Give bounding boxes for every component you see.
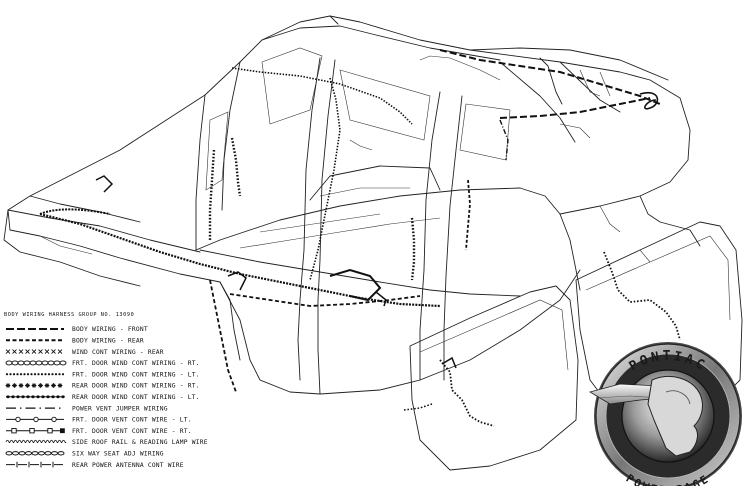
logo-head-emblem [647, 376, 703, 457]
front-door [409, 285, 579, 471]
legend-title: BODY WIRING HARNESS GROUP NO. 13090 [4, 312, 134, 318]
roof-rail-lamp-wire [231, 67, 413, 125]
legend-label: WIND CONT WIRING - REAR [72, 349, 164, 356]
legend-symbol-line-square [6, 428, 65, 434]
legend-row: REAR DOOR WIND CONT WIRING - RT. [5, 383, 200, 390]
legend-row: FRT. DOOR WIND CONT WIRING - LT. [5, 371, 200, 378]
legend-row: POWER VENT JUMPER WIRING [6, 405, 168, 412]
legend-label: POWER VENT JUMPER WIRING [72, 405, 168, 412]
legend-row: REAR POWER ANTENNA CONT WIRE [6, 461, 184, 469]
legend-row: WIND CONT WIRING - REAR [5, 349, 164, 356]
body-wiring-rear-floor [229, 293, 421, 307]
pontiac-power-page-logo: PONTIAC POWER PAGE [588, 342, 742, 490]
antenna-cont-wire [499, 119, 509, 161]
pillar-wiring-b [410, 217, 416, 281]
body-wiring-front-trunk [499, 97, 651, 119]
legend-symbol-dots [5, 373, 65, 376]
main-floor-harness [39, 212, 441, 308]
seat-connector [375, 291, 387, 307]
legend-row: SIX WAY SEAT ADJ WIRING [5, 451, 164, 458]
legend-label: REAR POWER ANTENNA CONT WIRE [72, 462, 184, 469]
legend-symbol-chain-bead [6, 395, 65, 399]
legend-symbol-bar-dash [6, 461, 64, 468]
cowl-harness [39, 208, 111, 215]
legend-row: BODY WIRING - REAR [6, 338, 144, 345]
door-connector-front [441, 356, 457, 369]
six-way-seat-harness [329, 268, 382, 302]
roof-rail-lamp-wire-2 [309, 77, 341, 281]
legend-label: FRT. DOOR WIND CONT WIRING - LT. [72, 371, 200, 378]
legend-symbol-loops [5, 439, 67, 444]
legend-label: SIX WAY SEAT ADJ WIRING [72, 451, 164, 458]
legend-label: FRT. DOOR VENT CONT WIRE - RT. [72, 428, 192, 435]
legend-row: FRT. DOOR WIND CONT WIRING - RT. [5, 360, 200, 367]
body-wiring-rear-path [209, 279, 237, 393]
legend: BODY WIRING HARNESS GROUP NO. 13090 BODY… [4, 312, 208, 469]
rear-door-wiring-rt [208, 149, 216, 240]
legend-row: FRT. DOOR VENT CONT WIRE - LT. [6, 417, 192, 424]
legend-symbol-chain-ring [5, 360, 67, 366]
front-door-harness [439, 359, 495, 427]
legend-symbol-star [5, 383, 63, 388]
legend-label: REAR DOOR WIND CONT WIRING - RT. [72, 383, 200, 390]
rear-door-harness [603, 251, 681, 341]
legend-symbol-cross [5, 349, 63, 354]
legend-symbol-line-circle [6, 416, 64, 423]
dash-connector [227, 271, 247, 291]
legend-label: BODY WIRING - REAR [72, 338, 144, 345]
legend-label: FRT. DOOR VENT CONT WIRE - LT. [72, 417, 192, 424]
wiring-harnesses [39, 49, 681, 427]
legend-label: BODY WIRING - FRONT [72, 326, 148, 333]
rear-seat-harness [465, 179, 471, 251]
legend-symbol-ovals [5, 451, 65, 456]
legend-row: BODY WIRING - FRONT [6, 326, 148, 333]
legend-label: FRT. DOOR WIND CONT WIRING - RT. [72, 360, 200, 367]
frt-door-wiring-lt [230, 137, 242, 197]
legend-row: FRT. DOOR VENT CONT WIRE - RT. [6, 428, 192, 435]
rear-door [575, 221, 743, 431]
legend-row: SIDE ROOF RAIL & READING LAMP WIRE [5, 439, 208, 446]
front-door-vent [403, 403, 433, 411]
body-wiring-front-bundle [639, 91, 659, 110]
legend-label: SIDE ROOF RAIL & READING LAMP WIRE [72, 439, 208, 446]
legend-row: REAR DOOR WIND CONT WIRING - LT. [6, 394, 200, 401]
car-body-outline [3, 15, 701, 395]
legend-label: REAR DOOR WIND CONT WIRING - LT. [72, 394, 200, 401]
body-wiring-front-path [439, 49, 661, 105]
cowl-connector [95, 175, 114, 193]
